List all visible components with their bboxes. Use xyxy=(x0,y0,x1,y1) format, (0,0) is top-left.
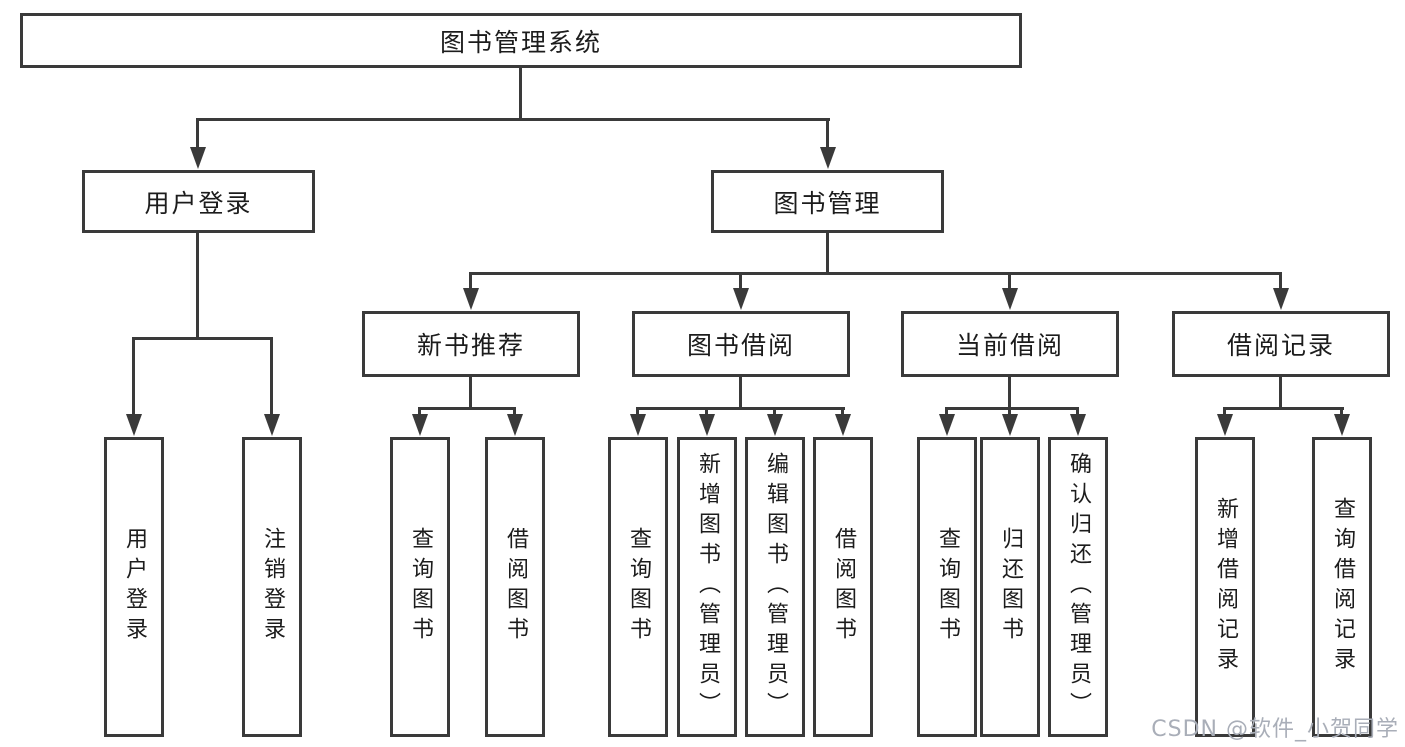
connector-hbar xyxy=(1223,407,1344,410)
arrow-down-icon xyxy=(1334,414,1350,436)
arrow-down-icon xyxy=(820,147,836,169)
node-label: 用户登录 xyxy=(144,188,253,218)
connector-shaft xyxy=(270,337,273,425)
arrow-down-icon xyxy=(1002,414,1018,436)
leaf-label: 注销登录 xyxy=(260,527,285,647)
arrow-down-icon xyxy=(1273,288,1289,310)
arrow-down-icon xyxy=(733,288,749,310)
leaf-label: 查询图书 xyxy=(626,527,651,647)
leaf-label: 查询图书 xyxy=(935,527,960,647)
arrow-down-icon xyxy=(190,147,206,169)
leaf-label: 查询借阅记录 xyxy=(1330,497,1355,677)
arrow-down-icon xyxy=(939,414,955,436)
node-root-system: 图书管理系统 xyxy=(20,13,1022,68)
leaf-label: 归还图书 xyxy=(998,527,1023,647)
arrow-down-icon xyxy=(507,414,523,436)
connector-hbar xyxy=(418,407,516,410)
connector-shaft xyxy=(1279,272,1282,299)
leaf-label: 借阅图书 xyxy=(831,527,856,647)
leaf-label: 借阅图书 xyxy=(503,527,528,647)
node-borrow-records: 借阅记录 xyxy=(1172,311,1390,377)
arrow-down-icon xyxy=(463,288,479,310)
node-new-book-recommend: 新书推荐 xyxy=(362,311,580,377)
leaf-query-books-1: 查询图书 xyxy=(390,437,450,737)
leaf-add-books-admin: 新增图书（管理员） xyxy=(677,437,737,737)
leaf-query-books-3: 查询图书 xyxy=(917,437,977,737)
leaf-label: 用户登录 xyxy=(122,527,147,647)
connector-mgmt-stem xyxy=(826,233,829,272)
arrow-down-icon xyxy=(264,414,280,436)
connector-shaft xyxy=(196,118,199,158)
leaf-label: 新增借阅记录 xyxy=(1213,497,1238,677)
connector-shaft xyxy=(1008,272,1011,299)
connector-shaft xyxy=(132,337,135,425)
leaf-user-login: 用户登录 xyxy=(104,437,164,737)
arrow-down-icon xyxy=(412,414,428,436)
node-label: 当前借阅 xyxy=(955,331,1064,360)
leaf-add-borrow-record: 新增借阅记录 xyxy=(1195,437,1255,737)
leaf-borrow-books-1: 借阅图书 xyxy=(485,437,545,737)
leaf-confirm-return-admin: 确认归还（管理员） xyxy=(1048,437,1108,737)
arrow-down-icon xyxy=(630,414,646,436)
node-book-borrow: 图书借阅 xyxy=(632,311,850,377)
arrow-down-icon xyxy=(835,414,851,436)
leaf-logout: 注销登录 xyxy=(242,437,302,737)
leaf-label: 新增图书（管理员） xyxy=(695,452,720,722)
connector-user-stem xyxy=(196,233,199,337)
leaf-label: 编辑图书（管理员） xyxy=(763,452,788,722)
connector-root-hbar xyxy=(197,118,830,121)
arrow-down-icon xyxy=(126,414,142,436)
node-user-login: 用户登录 xyxy=(82,170,315,233)
leaf-borrow-books-2: 借阅图书 xyxy=(813,437,873,737)
connector-shaft xyxy=(739,272,742,299)
csdn-watermark: CSDN @软件_小贺同学 xyxy=(1151,717,1399,742)
connector-hbar xyxy=(945,407,1079,410)
node-book-management: 图书管理 xyxy=(711,170,944,233)
arrow-down-icon xyxy=(1217,414,1233,436)
leaf-query-books-2: 查询图书 xyxy=(608,437,668,737)
leaf-query-borrow-record: 查询借阅记录 xyxy=(1312,437,1372,737)
connector-user-hbar xyxy=(132,337,273,340)
node-label: 借阅记录 xyxy=(1226,331,1335,360)
connector-shaft xyxy=(826,118,829,158)
node-root-label: 图书管理系统 xyxy=(439,27,602,57)
node-label: 图书借阅 xyxy=(686,331,795,360)
node-current-borrow: 当前借阅 xyxy=(901,311,1119,377)
connector-stem xyxy=(739,377,742,407)
connector-stem xyxy=(1008,377,1011,407)
connector-stem xyxy=(1279,377,1282,407)
leaf-label: 确认归还（管理员） xyxy=(1066,452,1091,722)
connector-stem xyxy=(469,377,472,407)
connector-root-stem xyxy=(519,68,522,118)
leaf-edit-books-admin: 编辑图书（管理员） xyxy=(745,437,805,737)
arrow-down-icon xyxy=(1070,414,1086,436)
node-label: 图书管理 xyxy=(773,188,882,218)
arrow-down-icon xyxy=(767,414,783,436)
leaf-return-books: 归还图书 xyxy=(980,437,1040,737)
leaf-label: 查询图书 xyxy=(408,527,433,647)
arrow-down-icon xyxy=(1002,288,1018,310)
node-label: 新书推荐 xyxy=(416,331,525,360)
connector-mgmt-hbar xyxy=(469,272,1282,275)
connector-hbar xyxy=(636,407,845,410)
arrow-down-icon xyxy=(699,414,715,436)
connector-shaft xyxy=(469,272,472,299)
